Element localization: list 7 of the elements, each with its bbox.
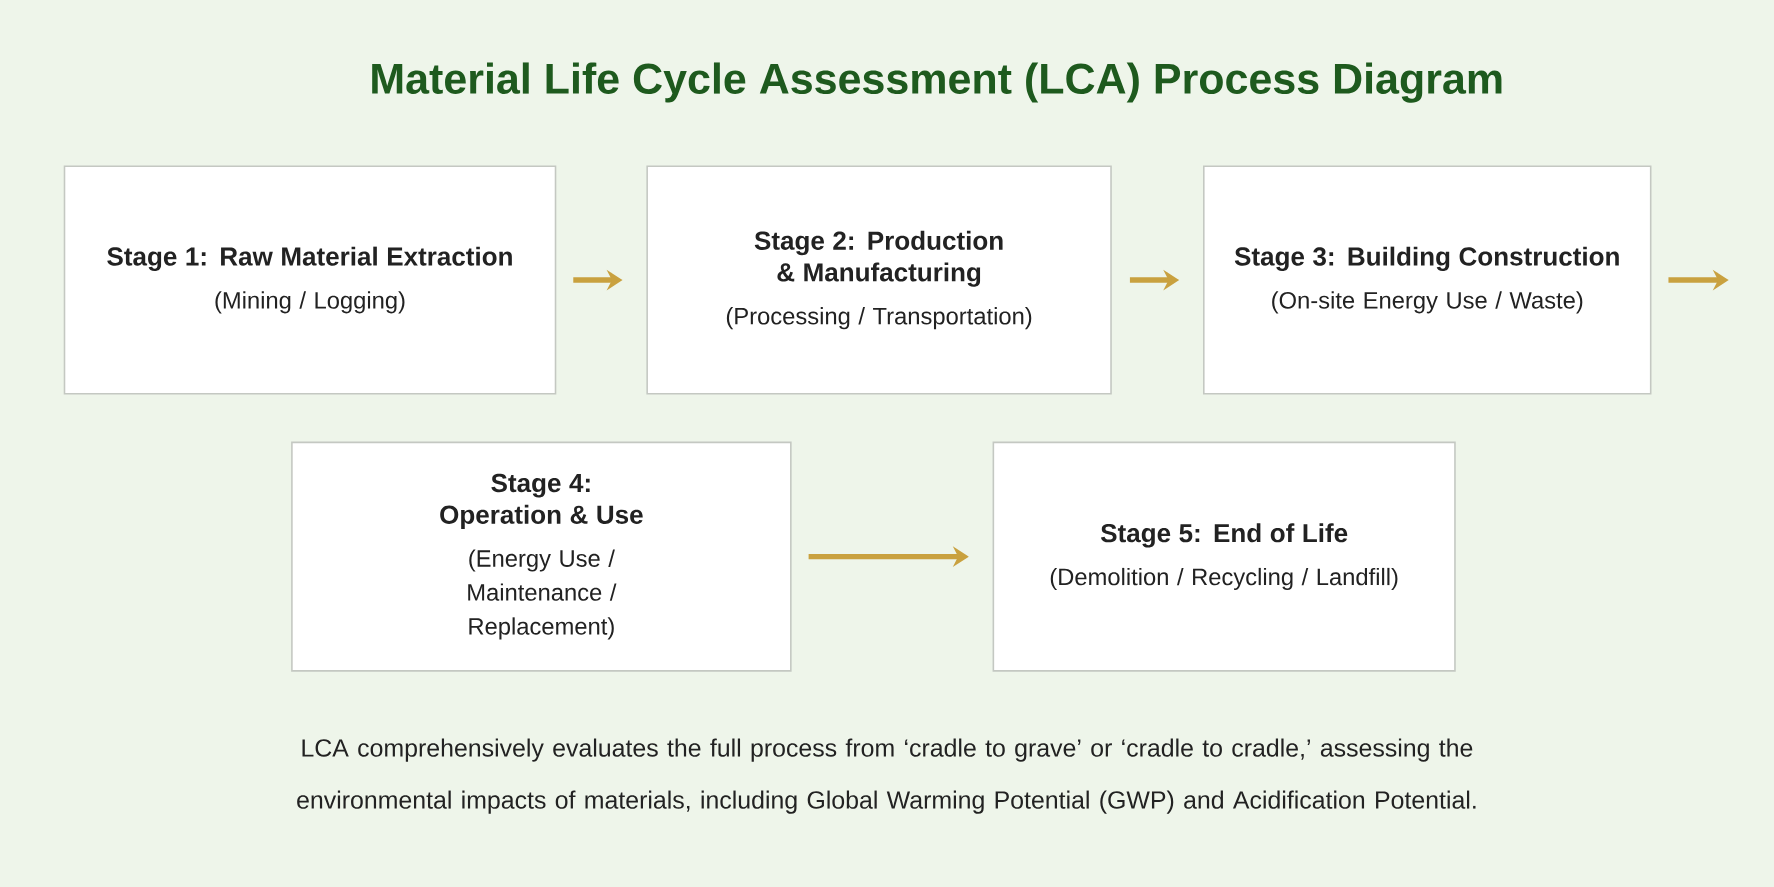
stage-box: Stage 2: Production & Manufacturing (Processing / Transportation) xyxy=(646,165,1112,395)
title: Material Life Cycle Assessment (LCA) Process Diagram xyxy=(372,62,1502,103)
stage-box: Stage 1: Raw Material Extraction (Mining / Logging) xyxy=(63,165,557,395)
caption: LCA comprehensively evaluates the full process from ‘cradle to grave’ or ‘cradle to cradle,’ assessing the environmental impacts of materials, including Global Warming Potential (GWP) and Acidification Potential. xyxy=(297,738,1476,814)
stage-box: Stage 3: Building Construction (On-site Energy Use / Waste) xyxy=(1203,165,1652,395)
stage-box: Stage 4: Operation & Use (Energy Use / Maintenance / Replacement) xyxy=(291,441,792,672)
stage-box: Stage 5: End of Life (Demolition / Recycling / Landfill) xyxy=(992,441,1456,672)
